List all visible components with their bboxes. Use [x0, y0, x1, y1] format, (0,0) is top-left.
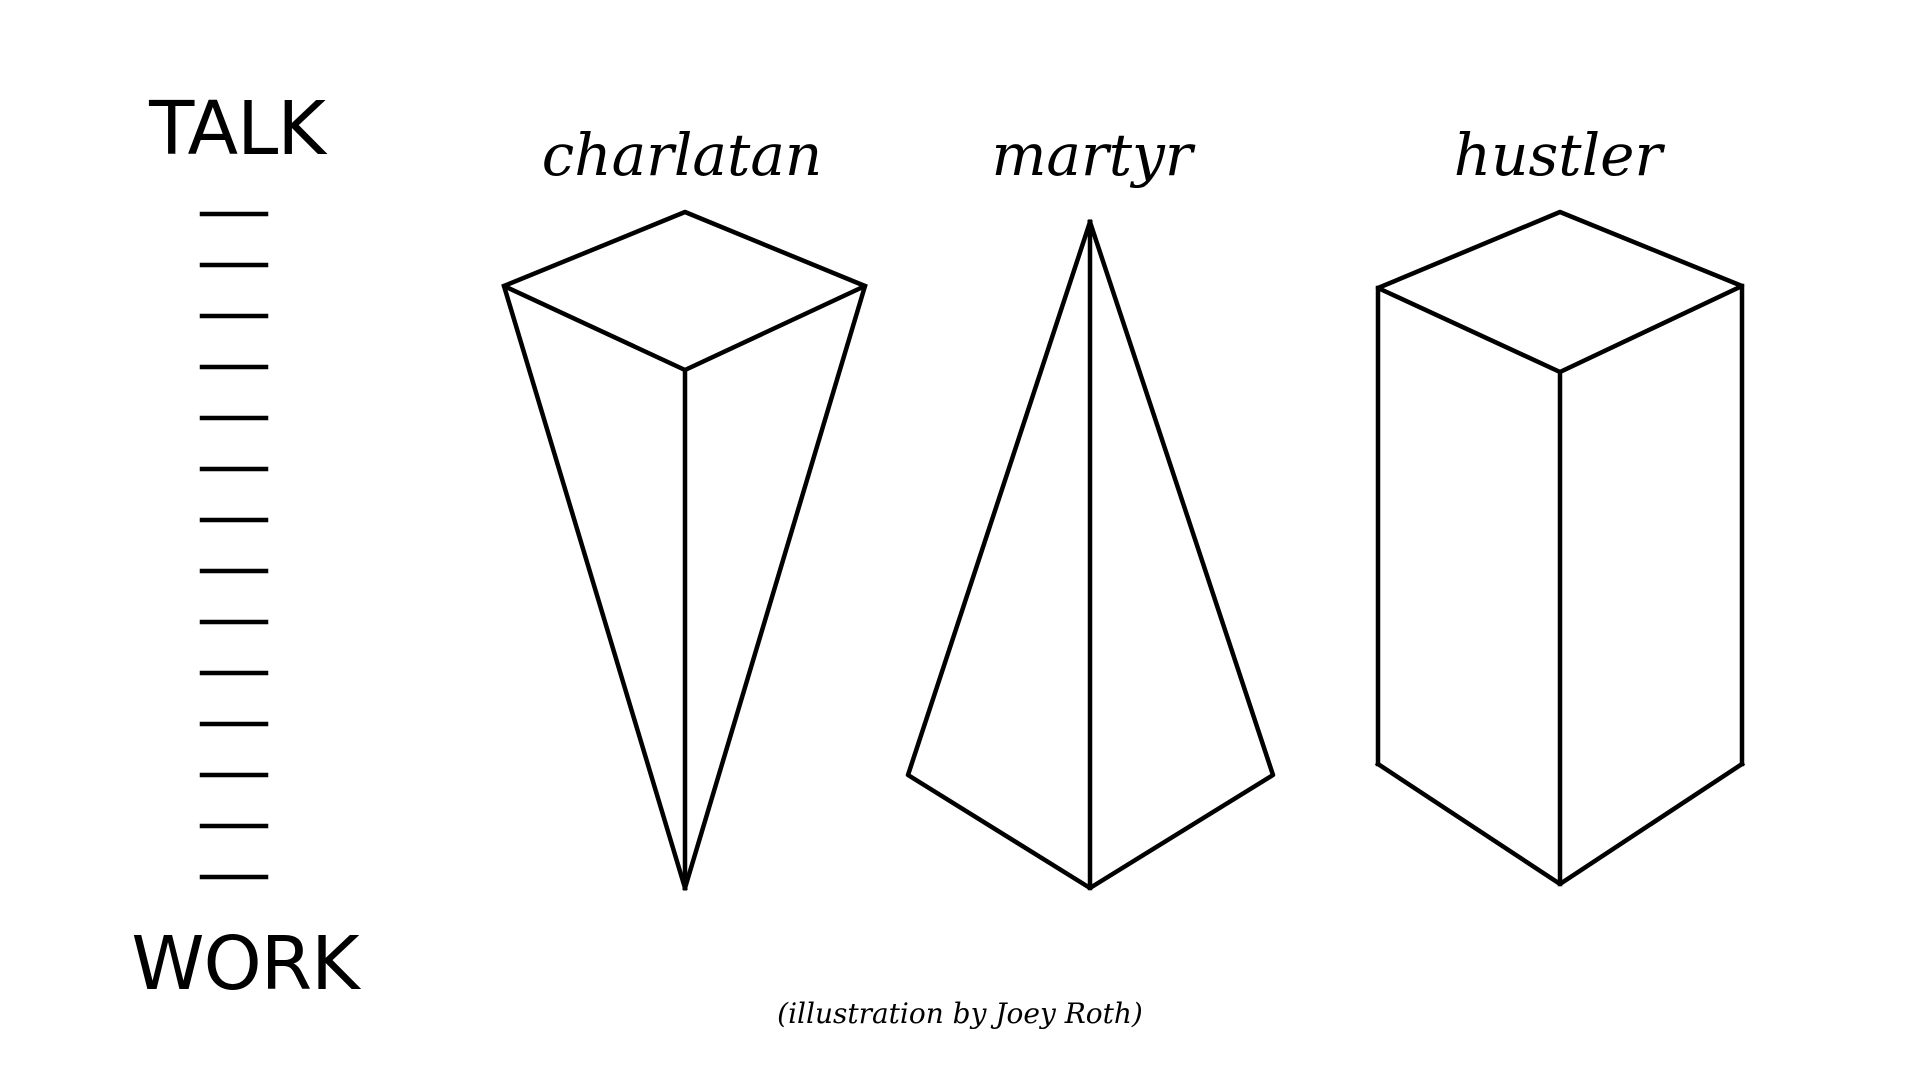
- martyr-pyramid: [905, 219, 1276, 891]
- charlatan-title: charlatan: [541, 121, 823, 189]
- hustler-rectangular-prism: [1374, 209, 1746, 887]
- talk-work-scale: [199, 211, 269, 880]
- hustler-title: hustler: [1453, 121, 1663, 189]
- hustler-top-face: [1375, 209, 1745, 375]
- hustler-bottom-edges: [1374, 760, 1746, 887]
- charlatan-top-face: [501, 209, 868, 373]
- charlatan-inverted-pyramid: [501, 209, 868, 891]
- scale-top-label: TALK: [149, 86, 326, 172]
- scale-bottom-label: WORK: [131, 921, 359, 1007]
- illustration-credit: (illustration by Joey Roth): [777, 997, 1143, 1030]
- martyr-title: martyr: [991, 121, 1193, 189]
- charlatan-left-edge: [501, 283, 688, 891]
- charlatan-right-edge: [682, 283, 868, 891]
